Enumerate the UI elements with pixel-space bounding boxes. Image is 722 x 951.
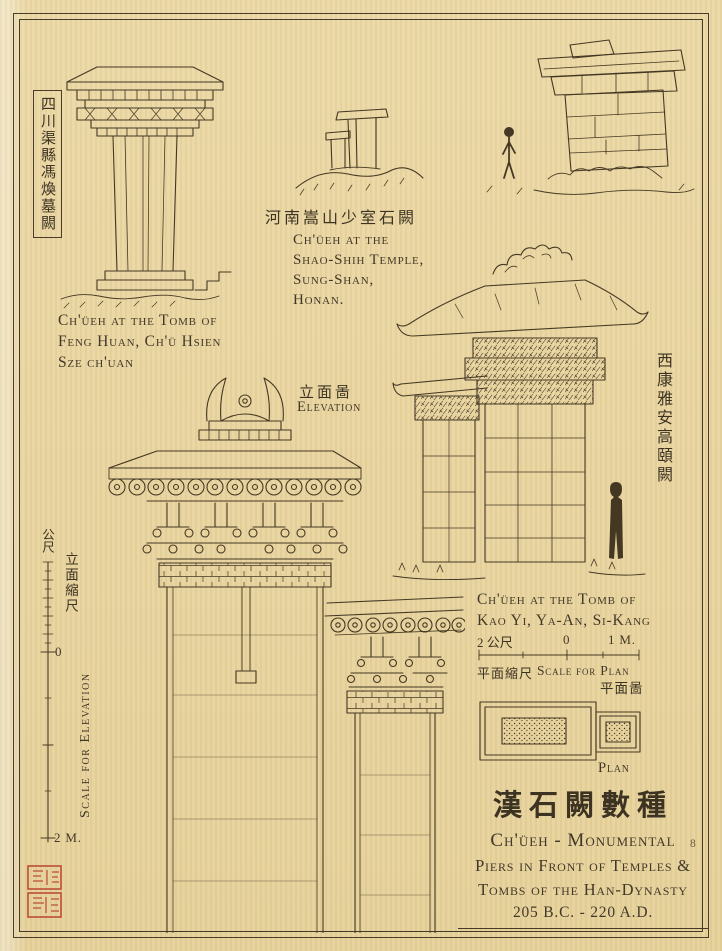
inner-border [19, 19, 703, 932]
bracket-clusters-main [142, 502, 348, 554]
vegetation [492, 244, 573, 275]
shao-shih-caption-line3: Sung-Shan, [293, 272, 375, 288]
scale-figure-silhouette [609, 482, 623, 559]
plan-scale-zero: 0 [563, 632, 571, 647]
plan-scale-chinese: 平面縮尺 [477, 666, 534, 681]
outer-border [13, 13, 709, 938]
plan-label: Plan [598, 760, 630, 776]
shao-shih-chinese-label: 河南嵩山少室石闕 [265, 210, 418, 227]
elevation-chinese-label: 立面啚 [299, 385, 354, 401]
kao-yi-caption-line2: Kao Yi, Ya-An, Si-Kang [477, 612, 651, 629]
kao-yi-que-drawing [385, 232, 650, 587]
feng-huan-caption-line2: Feng Huan, Ch'ü Hsien [58, 333, 222, 350]
tile-end-row-sub [330, 617, 465, 633]
elevation-scale-zero: 0 [55, 644, 63, 659]
feng-huan-chinese-label-box: 四川渠縣馮煥墓闕 [33, 90, 62, 238]
elevation-label: Elevation [297, 399, 362, 415]
shao-shih-que-drawing [292, 88, 427, 206]
scale-figure-body [502, 136, 516, 179]
elevation-scale-unit: 公尺 [40, 528, 54, 553]
bracket-clusters-sub [346, 636, 448, 684]
elevation-scale-chinese: 立面縮尺 [63, 552, 78, 614]
title-line2: Piers in Front of Temples & [475, 856, 691, 875]
kao-yi-caption-line1: Ch'üeh at the Tomb of [477, 591, 637, 608]
plan-drawing [478, 692, 643, 768]
elevation-scale-ruler [36, 560, 62, 845]
title-line1: Ch'üeh - Monumental [490, 830, 676, 851]
title-block: 漢石闕數種 Ch'üeh - Monumental Piers in Front… [458, 782, 708, 929]
feng-huan-caption-line3: Sze ch'uan [58, 354, 134, 371]
shao-shih-caption: Ch'üeh at the Shao-Shih Temple, Sung-Sha… [293, 230, 424, 310]
plan-scale-right: 1 M. [608, 632, 636, 647]
plan-chinese-label: 平面啚 [600, 681, 644, 696]
feng-huan-caption-line1: Ch'üeh at the Tomb of [58, 312, 218, 329]
red-seal-stamp [26, 864, 64, 920]
scale-figure-head [504, 127, 514, 137]
page-number: 8 [690, 838, 696, 850]
title-chinese: 漢石闕數種 [492, 790, 673, 822]
elevation-scale-label: Scale for Elevation [78, 672, 93, 818]
shao-shih-caption-line2: Shao-Shih Temple, [293, 252, 425, 268]
elevation-scale-end: 2 M. [54, 830, 82, 845]
shao-shih-caption-line4: Honan. [293, 292, 345, 308]
elevation-drawing [95, 373, 465, 933]
weathered-que-drawing [478, 38, 703, 206]
plan-scale-label: Scale for Plan [537, 663, 630, 678]
feng-huan-caption: Ch'üeh at the Tomb of Feng Huan, Ch'ü Hs… [58, 310, 221, 373]
ridge-ornament [206, 377, 227, 422]
kao-yi-caption: Ch'üeh at the Tomb of Kao Yi, Ya-An, Si-… [477, 589, 651, 631]
feng-huan-chinese-label: 四川渠縣馮煥墓闕 [39, 96, 55, 232]
kao-yi-chinese-label: 西康雅安高頤闕 [654, 352, 671, 485]
feng-huan-que-drawing [55, 55, 235, 310]
shao-shih-caption-line1: Ch'üeh at the [293, 232, 389, 248]
grass-tufts [398, 558, 616, 573]
plan-scale-ruler [477, 648, 642, 662]
title-line3: Tombs of the Han-Dynasty [478, 880, 688, 899]
title-dates: 205 B.C. - 220 A.D. [458, 904, 708, 929]
tile-end-row-main [108, 478, 362, 496]
plan-scale-left: 2 公尺 [477, 635, 513, 650]
